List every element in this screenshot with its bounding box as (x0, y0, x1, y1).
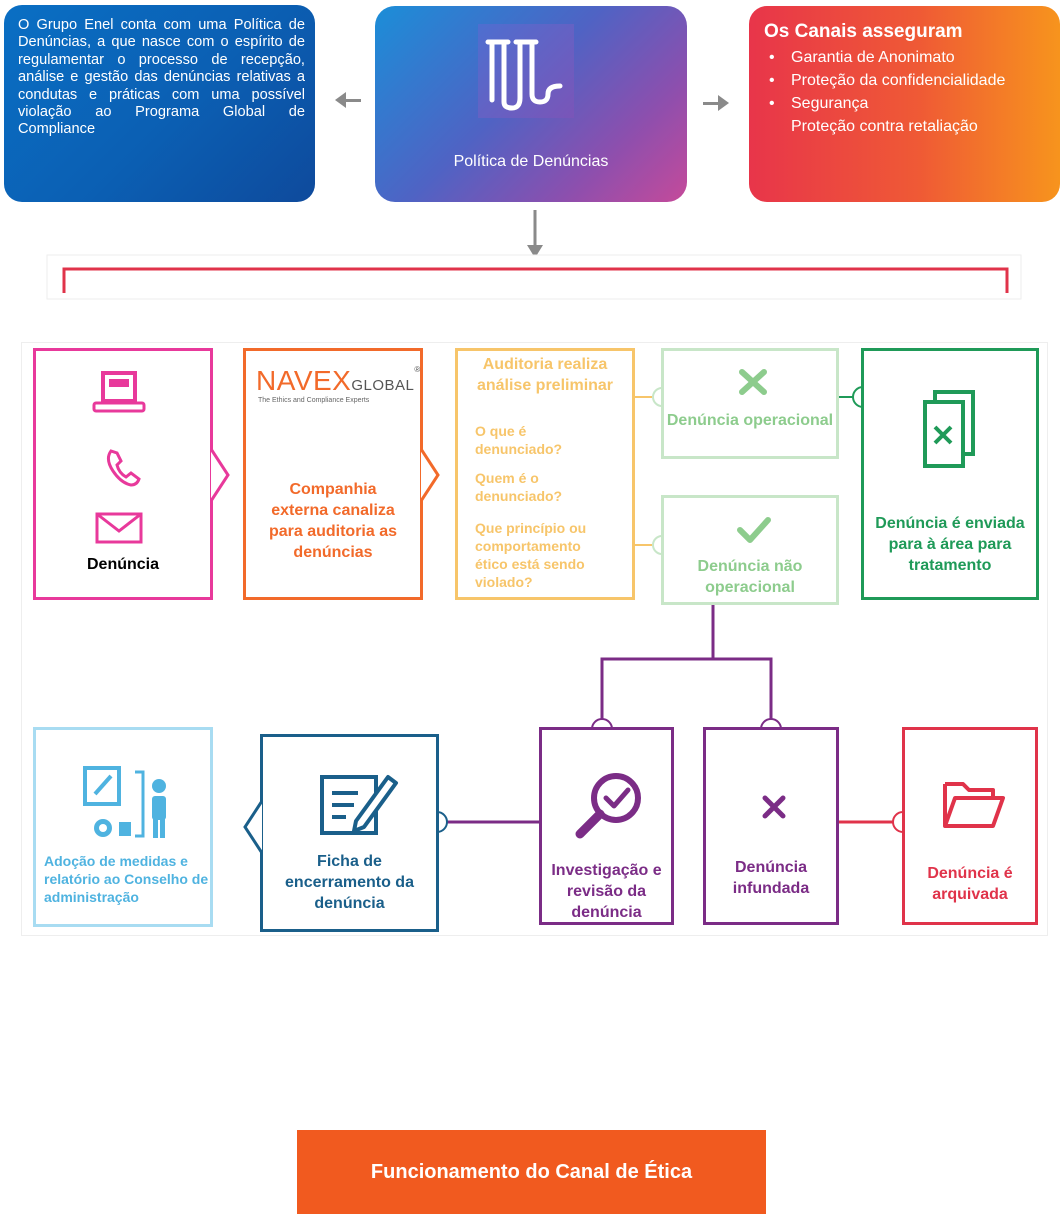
x-icon (762, 795, 786, 819)
checkmark-icon (737, 517, 771, 543)
arrow-down-icon (527, 245, 543, 258)
x-icon (739, 369, 767, 395)
auditoria-question-who: Quem é o denunciado? (475, 470, 563, 504)
folder-icon (943, 782, 1005, 828)
chevron-right-icon (420, 448, 440, 502)
navex-label: Companhia externa canaliza para auditori… (268, 481, 398, 561)
channels-item: •Segurança (764, 92, 1060, 115)
bullet: • (769, 95, 775, 112)
navex-tagline: The Ethics and Compliance Experts (258, 397, 370, 404)
arrow-right-icon (718, 95, 729, 111)
arquivada-label: Denúncia é arquivada (927, 865, 1013, 903)
contact-channels-icons (92, 371, 146, 544)
box-ficha: Ficha de encerramento da denúncia (260, 734, 439, 932)
denuncia-label: Denúncia (86, 556, 159, 573)
infundada-label: Denúncia infundada (732, 859, 810, 897)
channels-item: •Garantia de Anonimato (764, 46, 1060, 69)
box-auditoria: Auditoria realiza análise preliminar O q… (455, 348, 635, 600)
channels-heading: Os Canais asseguram (764, 21, 963, 42)
arrow-right-line (703, 102, 719, 105)
box-nao-operacional: Denúncia não operacional (661, 495, 839, 605)
box-investigacao: Investigação e revisão da denúncia (539, 727, 674, 925)
phone-icon (106, 449, 141, 487)
chevron-right-icon (210, 448, 230, 502)
bullet: • (769, 49, 775, 66)
policy-caption: Política de Denúncias (453, 153, 609, 170)
ficha-label: Ficha de encerramento da denúncia (285, 853, 414, 912)
connector-graphic (46, 210, 1022, 300)
magnifier-check-icon (575, 773, 641, 839)
navex-logo: NAVEXGLOBAL® (256, 365, 421, 396)
red-bracket (62, 267, 1009, 293)
policy-description-text: O Grupo Enel conta com uma Política de D… (18, 17, 305, 138)
policy-card: Política de Denúncias (375, 6, 687, 202)
medidas-label: Adoção de medidas e relatório ao Conselh… (44, 853, 209, 905)
arrow-left-icon (335, 92, 346, 108)
channels-card: Os Canais asseguram •Garantia de Anonima… (749, 6, 1060, 202)
chevron-left-icon (243, 800, 263, 854)
box-enviada: Denúncia é enviada para à área para trat… (861, 348, 1039, 600)
excel-document-icon (923, 390, 975, 468)
box-infundada: Denúncia infundada (703, 727, 839, 925)
flow-diagram (21, 342, 1048, 936)
box-navex: NAVEXGLOBAL® The Ethics and Compliance E… (243, 348, 423, 600)
auditoria-question-what: O que é denunciado? (475, 423, 563, 457)
operacional-label: Denúncia operacional (666, 412, 834, 429)
box-operacional: Denúncia operacional (661, 348, 839, 459)
auditoria-title: Auditoria realiza análise preliminar (476, 356, 614, 394)
laptop-icon (101, 371, 137, 403)
auditoria-question-principle: Que princípio ou comportamento ético est… (475, 520, 587, 590)
form-edit-icon (320, 775, 398, 835)
investigacao-label: Investigação e revisão da denúncia (551, 862, 662, 921)
envelope-icon (95, 512, 143, 544)
policy-description-card: O Grupo Enel conta com uma Política de D… (4, 5, 315, 202)
arrow-left-line (345, 99, 361, 102)
box-arquivada: Denúncia é arquivada (902, 727, 1038, 925)
channels-list: •Garantia de Anonimato •Proteção da conf… (764, 46, 1060, 138)
channels-item: •Proteção da confidencialidade (764, 69, 1060, 92)
box-medidas: Adoção de medidas e relatório ao Conselh… (33, 727, 213, 927)
channels-item: Proteção contra retaliação (791, 118, 978, 135)
policy-logo-icon (478, 24, 574, 118)
enviada-label: Denúncia é enviada para à área para trat… (875, 515, 1025, 574)
footer-title-banner: Funcionamento do Canal de Ética (297, 1130, 766, 1214)
management-report-icon (83, 766, 166, 838)
nao-operacional-label: Denúncia não operacional (697, 558, 803, 596)
box-denuncia: Denúncia (33, 348, 213, 600)
bullet: • (769, 72, 775, 89)
